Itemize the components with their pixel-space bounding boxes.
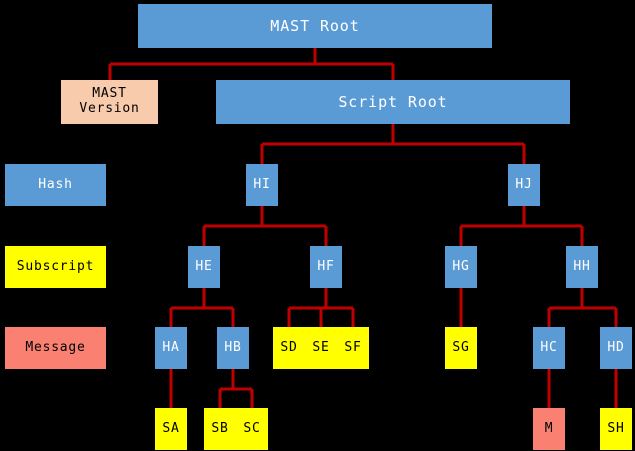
node-ha[interactable]: HA	[155, 327, 187, 369]
edge-group-node-hf	[287, 288, 355, 327]
node-ha-label: HA	[162, 339, 180, 355]
node-hf[interactable]: HF	[310, 246, 342, 288]
node-hh[interactable]: HH	[566, 246, 598, 288]
node-sa[interactable]: SA	[155, 408, 187, 450]
legend-subscript-label: Subscript	[16, 258, 95, 274]
mast-version-label: MAST Version	[79, 86, 140, 116]
node-hi[interactable]: HI	[246, 164, 278, 206]
node-hd[interactable]: HD	[600, 327, 632, 369]
legend-message: Message	[5, 327, 106, 369]
node-hc-label: HC	[540, 339, 558, 355]
node-sf[interactable]: SF	[337, 327, 369, 369]
edge-group-node-hh	[547, 288, 618, 327]
edge-group-script-root	[260, 124, 526, 164]
mast-version[interactable]: MAST Version	[61, 80, 158, 124]
node-hj-label: HJ	[515, 176, 533, 192]
node-hd-label: HD	[607, 339, 625, 355]
node-hb-label: HB	[224, 339, 242, 355]
node-m-label: M	[544, 420, 554, 436]
node-sh[interactable]: SH	[600, 408, 632, 450]
node-se-label: SE	[312, 339, 330, 355]
node-sd-label: SD	[280, 339, 298, 355]
edge-group-node-hj	[459, 206, 584, 246]
node-hb[interactable]: HB	[217, 327, 249, 369]
node-sg[interactable]: SG	[445, 327, 477, 369]
script-root[interactable]: Script Root	[216, 80, 570, 124]
script-root-label: Script Root	[338, 92, 448, 111]
edge-group-node-hi	[202, 206, 328, 246]
node-m[interactable]: M	[533, 408, 565, 450]
node-hg-label: HG	[452, 258, 470, 274]
node-sf-label: SF	[344, 339, 362, 355]
node-sb[interactable]: SB	[204, 408, 236, 450]
legend-hash-label: Hash	[38, 176, 73, 192]
node-se[interactable]: SE	[305, 327, 337, 369]
node-sb-label: SB	[211, 420, 229, 436]
legend-subscript: Subscript	[5, 246, 106, 288]
mast-root[interactable]: MAST Root	[138, 4, 492, 48]
mast-root-label: MAST Root	[270, 16, 360, 35]
node-hg[interactable]: HG	[445, 246, 477, 288]
node-hh-label: HH	[573, 258, 591, 274]
legend-message-label: Message	[25, 339, 86, 355]
node-hc[interactable]: HC	[533, 327, 565, 369]
node-sg-label: SG	[452, 339, 470, 355]
node-sc-label: SC	[243, 420, 261, 436]
node-sd[interactable]: SD	[273, 327, 305, 369]
node-he[interactable]: HE	[188, 246, 220, 288]
node-sh-label: SH	[607, 420, 625, 436]
node-hj[interactable]: HJ	[508, 164, 540, 206]
node-hf-label: HF	[317, 258, 335, 274]
edge-group-mast-root	[108, 48, 395, 80]
node-he-label: HE	[195, 258, 213, 274]
edge-group-node-he	[169, 288, 235, 327]
node-sc[interactable]: SC	[236, 408, 268, 450]
edge-group-node-hb	[218, 369, 254, 408]
legend-hash: Hash	[5, 164, 106, 206]
node-hi-label: HI	[253, 176, 271, 192]
node-sa-label: SA	[162, 420, 180, 436]
